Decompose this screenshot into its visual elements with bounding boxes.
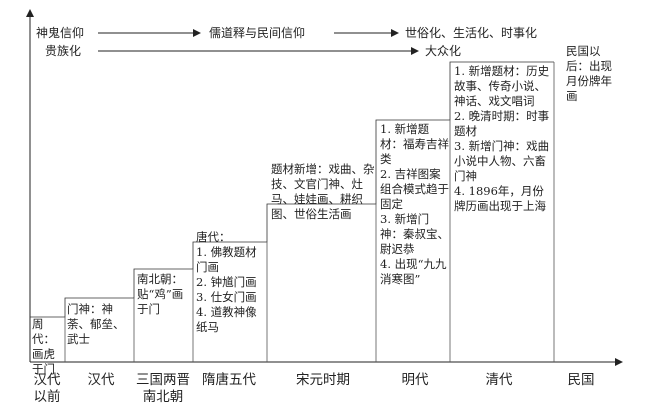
trend-label-secular: 世俗化、生活化、时事化 — [404, 26, 539, 40]
staircase-line — [30, 61, 554, 318]
step-text-songyuan: 题材新增：戏曲、杂技、文官门神、灶马、娃娃画、耕织图、世俗生活画 — [271, 162, 375, 221]
step-text-han: 门神：神荼、郁垒、武士 — [67, 302, 125, 346]
step-text-minguo: 民国以后：出现月份牌年画 — [566, 44, 612, 103]
trend-label-religions: 儒道释与民间信仰 — [208, 26, 307, 40]
era-label-minguo: 民国 — [567, 372, 595, 388]
era-label-pre-han: 汉代 以前 — [33, 372, 61, 405]
era-label-song-yuan: 宋元时期 — [296, 372, 350, 388]
era-label-ming: 明代 — [401, 372, 429, 388]
step-text-zhou: 周代：画虎于门 — [32, 317, 55, 376]
step-text-ming: 1. 新增题材：福寿吉祥类 2. 吉祥图案组合模式趋于固定 3. 新增门神：秦叔… — [380, 122, 449, 286]
era-label-han: 汉代 — [87, 372, 115, 388]
trend-label-gods: 神鬼信仰 — [35, 26, 86, 40]
trend-label-aristocratic: 贵族化 — [44, 44, 83, 58]
trend-label-popular: 大众化 — [424, 44, 463, 58]
step-text-qing: 1. 新增题材：历史故事、传奇小说、神话、戏文唱词 2. 晚清时期：时事题材 3… — [454, 64, 550, 213]
era-label-qing: 清代 — [485, 372, 513, 388]
step-text-nanbei: 南北朝：贴“鸡”画于门 — [137, 272, 184, 316]
step-dividers — [64, 62, 555, 362]
step-text-tang: 唐代： 1. 佛教题材门画 2. 钟馗门画 3. 仕女门画 4. 道教神像纸马 — [196, 230, 257, 334]
era-label-sui-tang: 隋唐五代 — [202, 372, 256, 388]
era-label-three-kingdoms: 三国两晋 南北朝 — [136, 372, 190, 405]
